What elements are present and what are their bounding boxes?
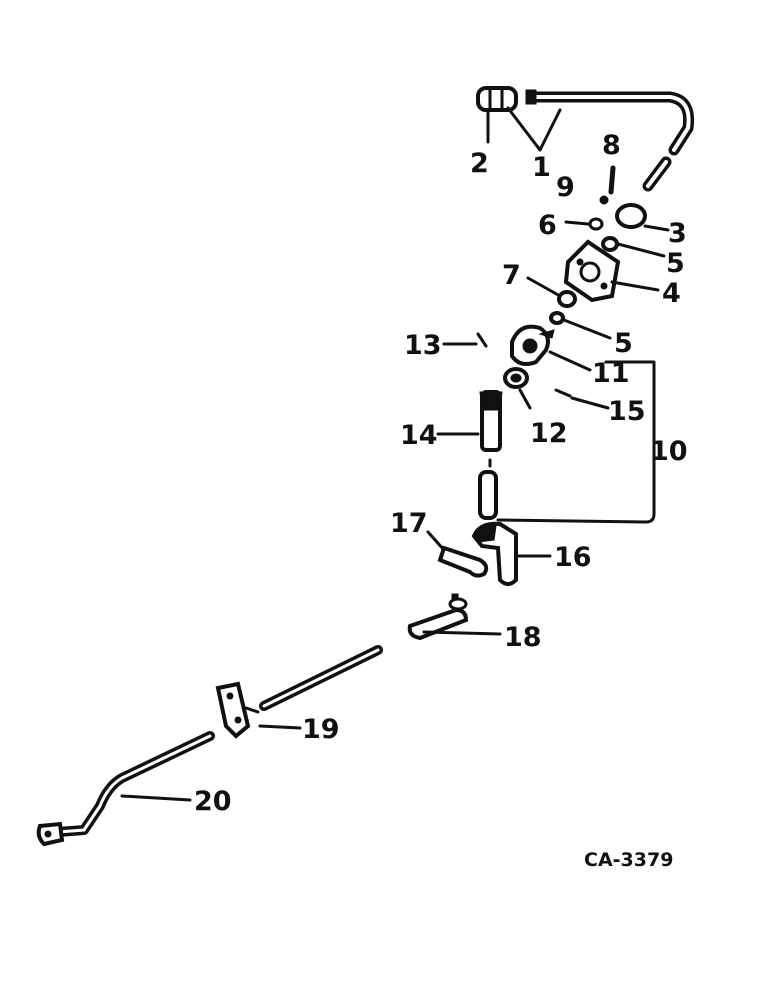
- part-11-cam: [510, 324, 555, 366]
- part-3-cap: [615, 203, 647, 229]
- callout-10: 10: [650, 436, 688, 467]
- part-10-bracket-line: [496, 360, 656, 524]
- drawing-code: CA-3379: [584, 849, 673, 871]
- callout-12: 12: [530, 418, 568, 449]
- callout-8: 8: [602, 130, 621, 161]
- link-rod: [259, 645, 383, 711]
- callout-13: 13: [404, 330, 442, 361]
- callout-11: 11: [592, 358, 630, 389]
- callout-7: 7: [502, 260, 521, 291]
- part-5-washer-lower: [549, 311, 565, 325]
- part-17-bolt: [437, 545, 489, 578]
- part-1-control-rod: [525, 89, 695, 192]
- part-9-washer: [599, 195, 609, 205]
- callouts: 1 2 3 4 5 5 6 7 8 9 10 11 12 13 14 15 16…: [194, 130, 688, 817]
- callout-4: 4: [662, 278, 681, 309]
- callout-9: 9: [556, 172, 575, 203]
- part-7-washer: [557, 290, 577, 308]
- part-16-lever: [471, 521, 518, 586]
- part-8-pin: [608, 165, 616, 195]
- part-13-pin: [476, 332, 488, 348]
- callout-15: 15: [608, 396, 646, 427]
- callout-5-upper: 5: [666, 248, 685, 279]
- callout-16: 16: [554, 542, 592, 573]
- callout-19: 19: [302, 714, 340, 745]
- callout-2: 2: [470, 148, 489, 179]
- callout-20: 20: [194, 786, 232, 817]
- part-15-pin: [554, 388, 572, 398]
- part-20-pedal-rod: [36, 731, 215, 847]
- leader-lines: [120, 106, 670, 802]
- part-2-knob: [476, 86, 518, 112]
- part-19-bracket: [215, 681, 260, 739]
- callout-14: 14: [400, 420, 438, 451]
- part-4-housing: [563, 239, 621, 303]
- part-12-nut: [503, 367, 529, 389]
- callout-18: 18: [504, 622, 542, 653]
- part-6-ring: [588, 217, 604, 231]
- callout-1: 1: [532, 152, 551, 183]
- part-14-shaft: [478, 390, 503, 520]
- callout-6: 6: [538, 210, 557, 241]
- part-5-washer-upper: [601, 236, 619, 252]
- callout-3: 3: [668, 218, 687, 249]
- callout-17: 17: [390, 508, 428, 539]
- callout-5-lower: 5: [614, 328, 633, 359]
- parts-drawing: [36, 86, 695, 847]
